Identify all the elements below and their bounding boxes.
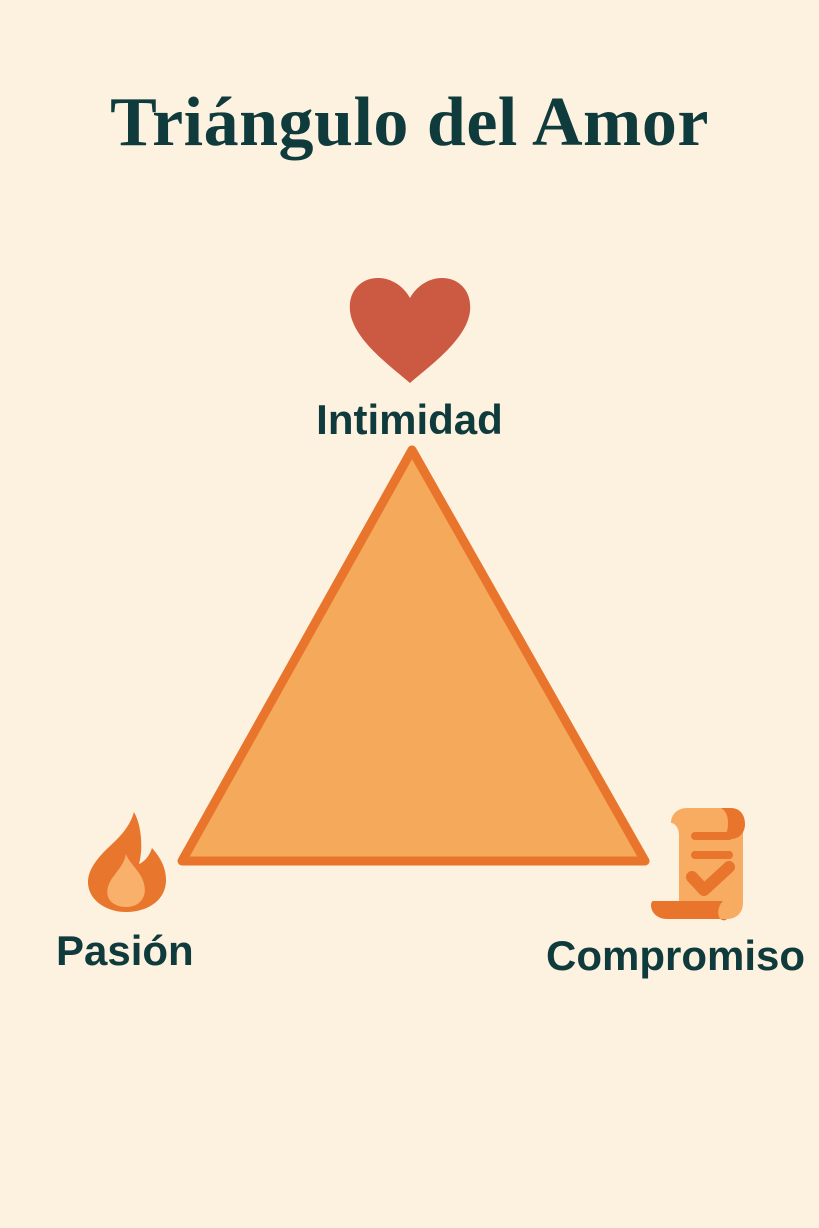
scroll-contract-icon [651,808,745,921]
scroll-text-line-1 [691,832,733,840]
flame-icon [88,812,166,912]
vertex-commitment[interactable]: Compromiso [495,805,805,977]
page-title: Triángulo del Amor [110,84,709,161]
triangle-path [177,445,650,866]
scroll-bottom-roll [651,901,727,921]
scroll-text-line-2 [691,851,733,859]
flame-inner-path [107,854,145,908]
scroll-top-roll [721,808,745,839]
vertex-label-passion: Pasión [56,927,194,974]
vertex-intimacy[interactable]: Intimidad [0,275,819,441]
vertex-label-commitment: Compromiso [545,932,805,979]
vertex-label-intimacy: Intimidad [316,396,503,443]
vertex-passion[interactable]: Pasión [52,810,282,972]
checkmark-icon [686,861,735,896]
heart-icon [349,278,470,383]
heart-path [349,278,470,383]
